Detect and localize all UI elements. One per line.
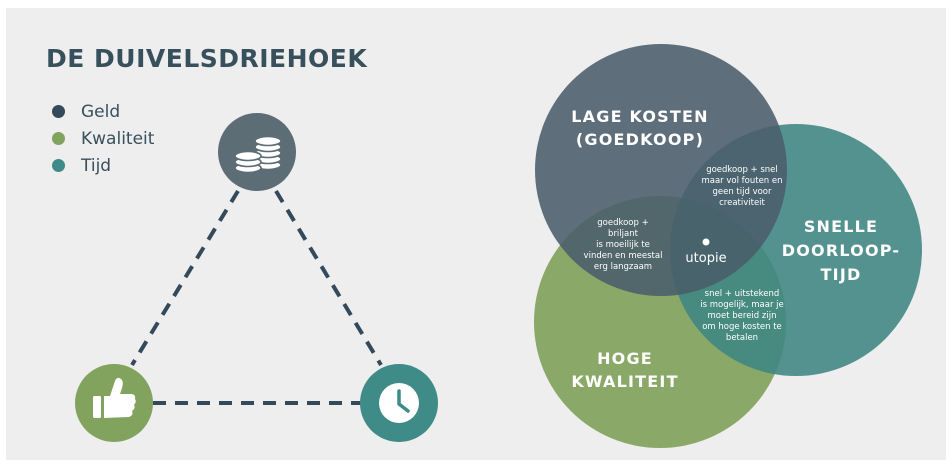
venn-label-quality-1: HOGE bbox=[597, 349, 653, 368]
overlap-speed-quality-line: snel + uitstekend bbox=[705, 289, 780, 299]
venn-label-speed-2: DOORLOOP- bbox=[782, 241, 901, 260]
overlap-speed-quality-line: moet bereid zijn bbox=[708, 311, 777, 321]
overlap-cost-speed-line: maar vol fouten en bbox=[701, 176, 782, 186]
overlap-cost-quality-line: vinden en meestal bbox=[584, 251, 663, 261]
coins-icon bbox=[218, 113, 296, 191]
overlap-speed-quality: snel + uitstekend is mogelijk, maar je m… bbox=[700, 289, 784, 343]
legend-label-tijd: Tijd bbox=[81, 155, 112, 176]
overlap-cost-speed-line: creativiteit bbox=[719, 198, 765, 208]
triangle-edges bbox=[130, 189, 383, 405]
overlap-speed-quality-line: is mogelijk, maar je bbox=[700, 300, 784, 310]
overlap-cost-quality-line: goedkoop + bbox=[597, 218, 648, 228]
legend-item-geld: Geld bbox=[52, 98, 154, 125]
legend-label-kwaliteit: Kwaliteit bbox=[81, 128, 155, 149]
page-title: DE DUIVELSDRIEHOEK bbox=[46, 44, 368, 73]
venn-label-speed-1: SNELLE bbox=[804, 217, 878, 236]
edge-top-right bbox=[274, 189, 383, 367]
utopie-label: utopie bbox=[685, 251, 726, 266]
legend-dot-tijd bbox=[52, 159, 65, 172]
clock-icon bbox=[360, 364, 438, 442]
edge-top-left bbox=[130, 189, 240, 367]
legend-dot-kwaliteit bbox=[52, 132, 65, 145]
legend: Geld Kwaliteit Tijd bbox=[52, 98, 154, 179]
overlap-cost-speed-line: goedkoop + snel bbox=[706, 165, 778, 175]
legend-item-kwaliteit: Kwaliteit bbox=[52, 125, 154, 152]
overlap-cost-quality-line: briljant bbox=[608, 229, 639, 239]
venn-label-cost-1: LAGE KOSTEN bbox=[571, 107, 708, 126]
overlap-cost-speed: goedkoop + snel maar vol fouten en geen … bbox=[701, 165, 782, 208]
venn-diagram bbox=[534, 44, 922, 448]
thumbs-up-glyph bbox=[93, 377, 136, 418]
legend-item-tijd: Tijd bbox=[52, 152, 154, 179]
overlap-cost-quality-line: erg langzaam bbox=[594, 262, 652, 272]
venn-label-quality-2: KWALITEIT bbox=[571, 372, 678, 391]
thumbs-up-icon bbox=[75, 364, 153, 442]
overlap-cost-speed-line: geen tijd voor bbox=[712, 187, 772, 197]
venn-label-cost-2: (GOEDKOOP) bbox=[576, 130, 704, 149]
legend-label-geld: Geld bbox=[81, 101, 121, 122]
overlap-cost-quality-line: is moeilijk te bbox=[596, 240, 650, 250]
coins-glyph bbox=[234, 135, 282, 174]
venn-label-speed-3: TIJD bbox=[821, 265, 862, 284]
legend-dot-geld bbox=[52, 105, 65, 118]
overlap-speed-quality-line: betalen bbox=[726, 333, 758, 343]
overlap-speed-quality-line: om hoge kosten te bbox=[702, 322, 782, 332]
overlap-cost-quality: goedkoop + briljant is moeilijk te vinde… bbox=[584, 218, 663, 272]
venn-circle-cost bbox=[535, 44, 787, 296]
utopie-dot bbox=[702, 238, 710, 246]
